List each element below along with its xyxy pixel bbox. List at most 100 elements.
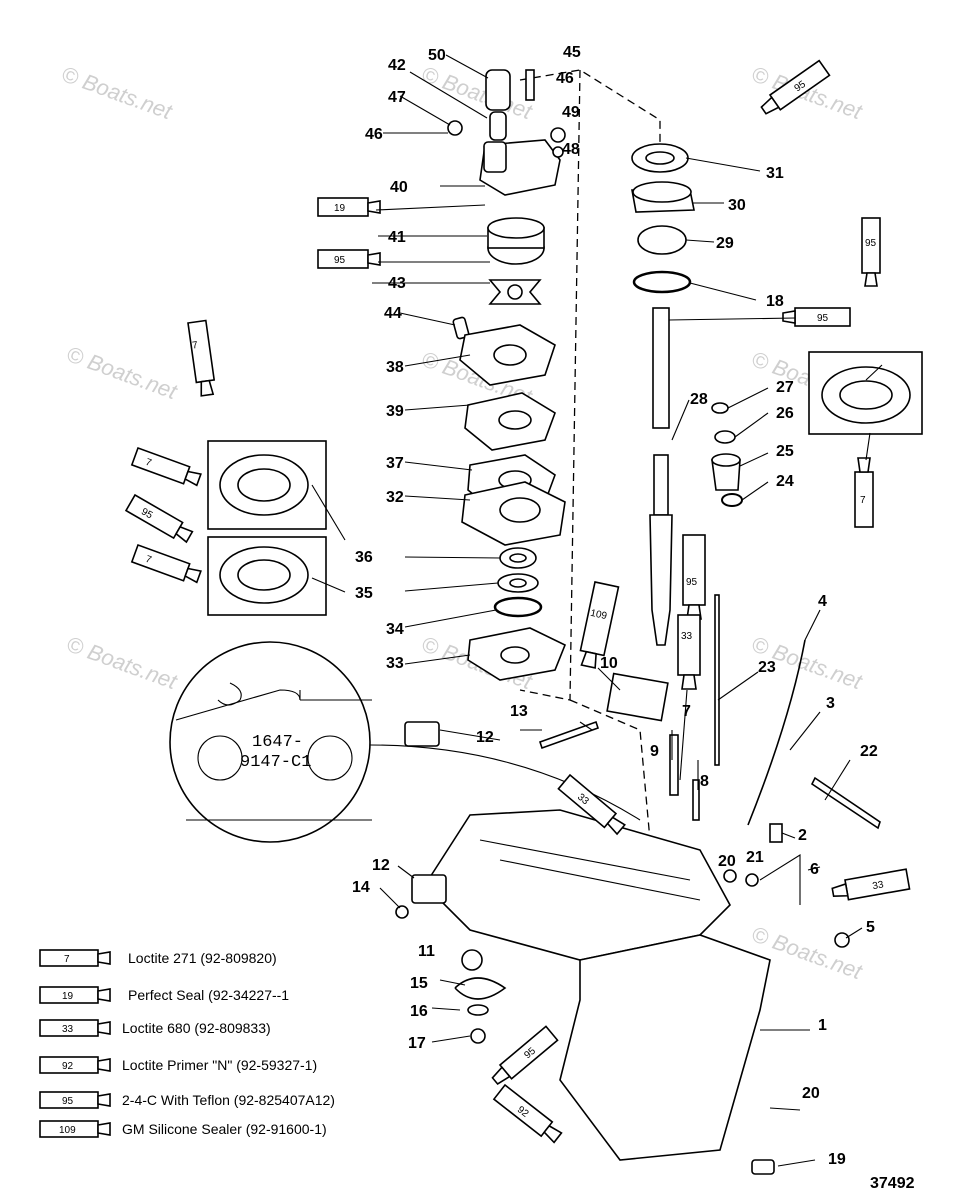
- watermark: © Boats.net: [418, 61, 536, 124]
- callout: 31: [766, 165, 784, 182]
- water-pump-stack: [447, 69, 567, 681]
- tube-label: 95: [686, 577, 698, 588]
- legend-text: Loctite 680 (92-809833): [122, 1020, 271, 1036]
- callout: 50: [428, 47, 446, 64]
- tube-label: 19: [334, 203, 346, 214]
- callout: 8: [700, 773, 709, 790]
- tube-label: 7: [144, 457, 153, 469]
- leader-lines: [311, 54, 883, 1167]
- callout: 3: [826, 695, 835, 712]
- legend-code: 7: [64, 954, 70, 965]
- callout: 11: [418, 943, 435, 960]
- callout: 5: [866, 919, 875, 936]
- callout: 1: [818, 1017, 827, 1034]
- tube-label: 95: [139, 506, 155, 521]
- callout: 34: [386, 621, 404, 638]
- callout: 45: [563, 44, 581, 61]
- legend-row: 33 Loctite 680 (92-809833): [39, 1019, 271, 1037]
- callout: 35: [355, 585, 373, 602]
- callout: 12: [476, 729, 494, 746]
- callout: 12: [372, 857, 390, 874]
- legend-code: 19: [62, 991, 74, 1002]
- callout: 33: [386, 655, 404, 672]
- legend-code: 33: [62, 1024, 74, 1035]
- callout: 42: [388, 57, 406, 74]
- callout: 23: [758, 659, 776, 676]
- figure-number: 37492: [870, 1175, 915, 1192]
- detail-circle: 1647- 9147-C1: [169, 641, 641, 843]
- callout: 46: [365, 126, 383, 143]
- callout: 44: [384, 305, 402, 322]
- legend-row: 7 Loctite 271 (92-809820): [39, 949, 277, 967]
- legend-text: 2-4-C With Teflon (92-825407A12): [122, 1092, 335, 1108]
- tube-label: 33: [872, 879, 885, 892]
- callout: 46: [556, 70, 574, 87]
- tube-label: 95: [334, 255, 346, 266]
- callout: 38: [386, 359, 404, 376]
- tube-label: 7: [860, 495, 866, 506]
- callout: 7: [682, 703, 691, 720]
- callout: 32: [386, 489, 404, 506]
- callout: 17: [408, 1035, 426, 1052]
- callout: 21: [746, 849, 764, 866]
- callout: 22: [860, 743, 878, 760]
- legend-code: 109: [59, 1125, 76, 1136]
- callout: 19: [828, 1151, 846, 1168]
- callout: 49: [562, 104, 580, 121]
- tube-label: 33: [681, 631, 693, 642]
- callout: 16: [410, 1003, 428, 1020]
- callout: 4: [818, 593, 827, 610]
- legend-text: Loctite Primer "N" (92-59327-1): [122, 1057, 317, 1073]
- callout: 9: [650, 743, 659, 760]
- legend-text: Perfect Seal (92-34227--1: [128, 987, 289, 1003]
- callout: 39: [386, 403, 404, 420]
- legend-row: 109 GM Silicone Sealer (92-91600-1): [39, 1120, 327, 1138]
- callouts: 50 45 42 46 47 49 46 48 40 31 30 41 29 4…: [352, 44, 878, 1168]
- stamp-line-1: 1647-: [252, 733, 303, 752]
- callout: 30: [728, 197, 746, 214]
- legend-row: 92 Loctite Primer "N" (92-59327-1): [39, 1056, 317, 1074]
- callout: 27: [776, 379, 794, 396]
- watermark: © Boats.net: [63, 631, 181, 694]
- assembly-dash-lines: [519, 69, 661, 841]
- driveshaft-stack: [631, 143, 743, 766]
- legend-text: Loctite 271 (92-809820): [128, 950, 277, 966]
- stamp-line-2: 9147-C1: [240, 753, 311, 772]
- callout: 14: [352, 879, 370, 896]
- callout: 20: [802, 1085, 820, 1102]
- callout: 6: [810, 861, 819, 878]
- legend-row: 19 Perfect Seal (92-34227--1: [39, 986, 289, 1004]
- watermark: © Boats.net: [63, 341, 181, 404]
- callout: 29: [716, 235, 734, 252]
- tube-label: 109: [589, 608, 608, 622]
- callout: 26: [776, 405, 794, 422]
- callout: 18: [766, 293, 784, 310]
- tube-label: 95: [865, 238, 877, 249]
- legend-code: 95: [62, 1096, 74, 1107]
- tube-label: 7: [144, 554, 153, 566]
- callout: 24: [776, 473, 794, 490]
- callout: 40: [390, 179, 408, 196]
- legend-code: 92: [62, 1061, 74, 1072]
- callout: 13: [510, 703, 528, 720]
- gearcase-housing: [395, 639, 881, 1175]
- legend-text: GM Silicone Sealer (92-91600-1): [122, 1121, 327, 1137]
- tube-label: 95: [817, 313, 829, 324]
- callout: 47: [388, 89, 406, 106]
- callout: 28: [690, 391, 708, 408]
- watermark: © Boats.net: [58, 61, 176, 124]
- callout: 2: [798, 827, 807, 844]
- legend-row: 95 2-4-C With Teflon (92-825407A12): [39, 1091, 335, 1109]
- tube-label: 7: [191, 340, 198, 352]
- sealant-legend: 7 Loctite 271 (92-809820) 19 Perfect Sea…: [39, 949, 335, 1138]
- sealant-tubes: 95 19 95 95 95 7 7 7 95 7: [124, 59, 911, 1144]
- callout: 20: [718, 853, 736, 870]
- callout: 36: [355, 549, 373, 566]
- callout: 15: [410, 975, 428, 992]
- callout: 41: [388, 229, 406, 246]
- callout: 48: [562, 141, 580, 158]
- callout: 25: [776, 443, 794, 460]
- bearing-insets: [207, 351, 923, 616]
- callout: 43: [388, 275, 406, 292]
